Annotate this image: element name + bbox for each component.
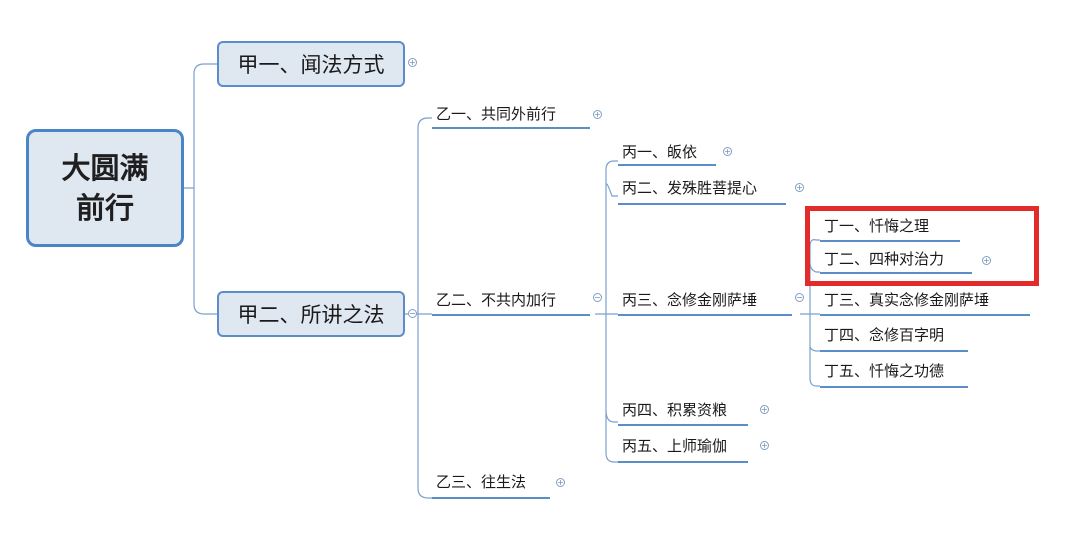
- node-label: 丙二、发殊胜菩提心: [622, 179, 758, 197]
- node-underline: [432, 314, 590, 316]
- root-node[interactable]: 大圆满前行: [26, 129, 184, 247]
- minus-circle-icon[interactable]: −: [593, 293, 602, 302]
- node-label: 乙二、不共内加行: [436, 291, 557, 309]
- node-label: 丙三、念修金刚萨埵: [622, 291, 758, 309]
- node-label: 丁二、四种对治力: [824, 250, 945, 268]
- node-underline: [618, 314, 792, 316]
- node-underline: [618, 164, 716, 166]
- plus-circle-icon[interactable]: +: [408, 58, 417, 67]
- node-label: 甲一、闻法方式: [237, 53, 385, 77]
- node-yi-1[interactable]: 乙一、共同外前行: [434, 104, 558, 124]
- node-bing-3[interactable]: 丙三、念修金刚萨埵: [620, 290, 759, 310]
- plus-circle-icon[interactable]: +: [556, 478, 565, 487]
- node-ding-4[interactable]: 丁四、念修百字明: [822, 325, 946, 345]
- node-underline: [618, 203, 786, 205]
- plus-circle-icon[interactable]: +: [795, 183, 804, 192]
- plus-circle-icon[interactable]: +: [760, 405, 769, 414]
- node-bing-1[interactable]: 丙一、皈依: [620, 142, 699, 162]
- node-label: 乙一、共同外前行: [436, 105, 557, 123]
- node-label: 丁四、念修百字明: [824, 326, 945, 344]
- plus-circle-icon[interactable]: +: [982, 256, 991, 265]
- node-underline: [432, 497, 550, 499]
- node-label: 丁五、忏悔之功德: [824, 362, 945, 380]
- node-label: 丙五、上师瑜伽: [622, 437, 728, 455]
- node-label: 乙三、往生法: [436, 473, 527, 491]
- node-underline: [820, 272, 972, 274]
- node-jia-2[interactable]: 甲二、所讲之法: [217, 291, 405, 337]
- node-jia-1[interactable]: 甲一、闻法方式: [217, 41, 405, 87]
- node-label: 甲二、所讲之法: [237, 303, 385, 327]
- node-ding-1[interactable]: 丁一、忏悔之理: [822, 216, 931, 236]
- node-bing-4[interactable]: 丙四、积累资粮: [620, 400, 729, 420]
- minus-circle-icon[interactable]: −: [408, 309, 417, 318]
- node-ding-2[interactable]: 丁二、四种对治力: [822, 249, 946, 269]
- node-underline: [820, 240, 960, 242]
- node-label: 丙一、皈依: [622, 143, 698, 161]
- plus-circle-icon[interactable]: +: [760, 441, 769, 450]
- node-yi-3[interactable]: 乙三、往生法: [434, 472, 528, 492]
- node-underline: [820, 314, 1030, 316]
- minus-circle-icon[interactable]: −: [795, 293, 804, 302]
- node-yi-2[interactable]: 乙二、不共内加行: [434, 290, 558, 310]
- node-underline: [432, 127, 590, 129]
- highlight-box: [805, 206, 1039, 286]
- node-ding-3[interactable]: 丁三、真实念修金刚萨埵: [822, 290, 991, 310]
- node-label: 丁三、真实念修金刚萨埵: [824, 291, 990, 309]
- node-underline: [618, 461, 748, 463]
- node-underline: [820, 350, 968, 352]
- node-label: 丁一、忏悔之理: [824, 217, 930, 235]
- node-label: 丙四、积累资粮: [622, 401, 728, 419]
- node-bing-2[interactable]: 丙二、发殊胜菩提心: [620, 178, 759, 198]
- node-underline: [618, 424, 748, 426]
- plus-circle-icon[interactable]: +: [723, 147, 732, 156]
- node-ding-5[interactable]: 丁五、忏悔之功德: [822, 361, 946, 381]
- plus-circle-icon[interactable]: +: [593, 110, 602, 119]
- node-bing-5[interactable]: 丙五、上师瑜伽: [620, 436, 729, 456]
- root-label: 大圆满前行: [61, 151, 149, 225]
- node-underline: [820, 386, 968, 388]
